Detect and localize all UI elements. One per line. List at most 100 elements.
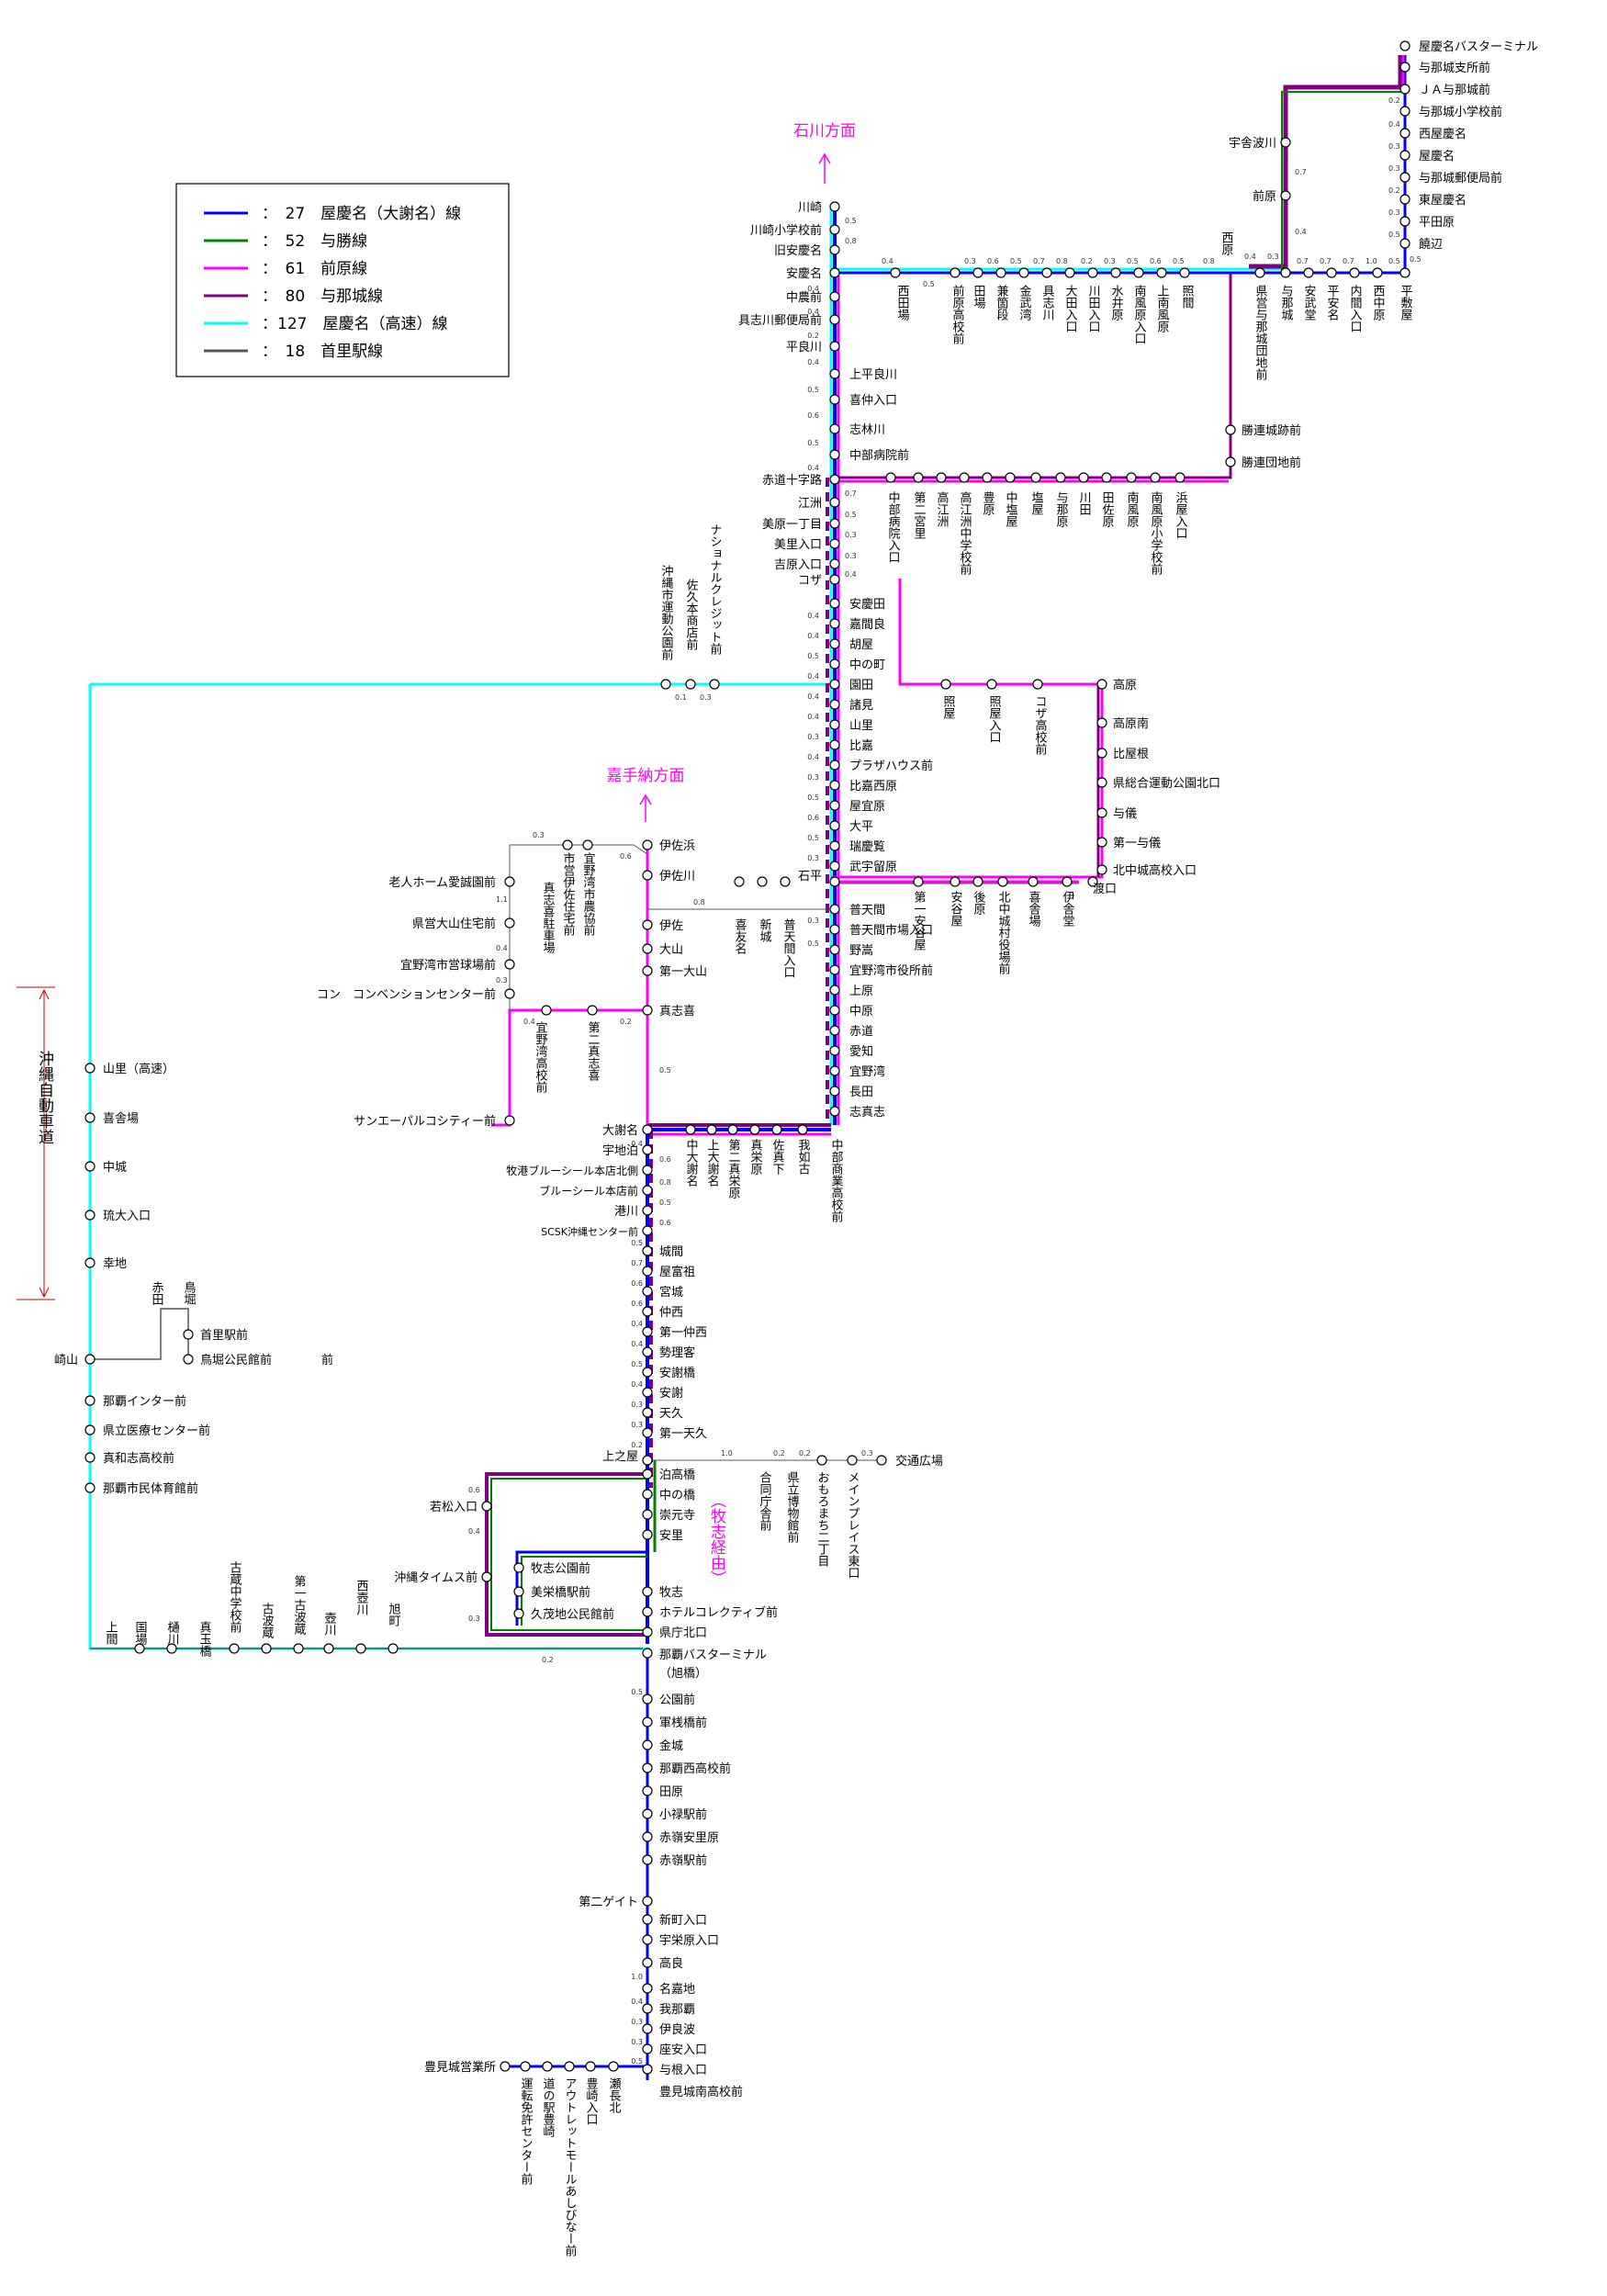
station-hamaya: 浜屋入口 bbox=[1174, 491, 1188, 539]
stop-marker bbox=[829, 1005, 840, 1016]
station-ginowan-stadium: 宜野湾市営球場前 bbox=[400, 958, 496, 973]
station-dai1-nakanishi: 第一仲西 bbox=[659, 1326, 707, 1340]
dist-south-16: 0.5 bbox=[631, 1688, 643, 1696]
stop-marker bbox=[1041, 267, 1052, 278]
dist-trunk-7: 0.6 bbox=[807, 411, 819, 420]
station-ashibinaa: アウトレットモールあしびなー前 bbox=[563, 2077, 578, 2257]
station-yonashiro: 与那城 bbox=[1279, 285, 1294, 321]
station-kojo-jhs: 古蔵中学校前 bbox=[228, 1561, 242, 1633]
stop-marker bbox=[829, 538, 840, 549]
stop-marker bbox=[829, 368, 840, 379]
stop-marker bbox=[829, 558, 840, 569]
legend-27: ： 27 屋慶名（大謝名）線 bbox=[262, 205, 461, 223]
stop-marker bbox=[1399, 267, 1410, 278]
station-naka-ojana: 中大謝名 bbox=[684, 1139, 699, 1187]
station-uebaru: 宇栄原入口 bbox=[659, 1934, 719, 1948]
dist-south-4: 0.6 bbox=[659, 1219, 671, 1227]
stop-marker bbox=[727, 1124, 738, 1135]
station-katsuren-castle: 勝連城跡前 bbox=[1242, 423, 1301, 438]
stop-marker bbox=[1399, 106, 1410, 117]
stop-marker bbox=[709, 679, 720, 690]
stop-marker bbox=[323, 1643, 334, 1654]
stop-marker bbox=[504, 959, 515, 970]
stop-marker bbox=[642, 1983, 653, 1994]
station-dai2-miyazato: 第二宮里 bbox=[912, 491, 927, 539]
dist-yona-6: 0.5 bbox=[1388, 231, 1400, 239]
stop-marker bbox=[642, 1124, 653, 1135]
stop-marker bbox=[1087, 876, 1098, 887]
stop-marker bbox=[829, 638, 840, 649]
stop-marker bbox=[829, 800, 840, 811]
stop-marker bbox=[504, 988, 515, 999]
stop-marker bbox=[642, 1586, 653, 1597]
stop-marker bbox=[829, 1065, 840, 1076]
stop-marker bbox=[1096, 807, 1107, 818]
dist-yona-3: 0.3 bbox=[1388, 164, 1400, 173]
dist-misc-14: 0.3 bbox=[861, 1449, 873, 1458]
stop-marker bbox=[642, 1346, 653, 1357]
station-kitanakagusuku-hs: 北中城高校入口 bbox=[1113, 863, 1197, 878]
stop-marker bbox=[1399, 194, 1410, 205]
station-takahara-minami: 高原南 bbox=[1113, 716, 1149, 731]
stop-marker bbox=[1399, 40, 1410, 51]
stop-marker bbox=[642, 1509, 653, 1520]
dist-south-12: 0.4 bbox=[631, 1380, 643, 1389]
station-tomaritakahashi: 泊高橋 bbox=[659, 1468, 695, 1482]
station-nahanishi-hs: 那覇西高校前 bbox=[659, 1761, 731, 1776]
station-kyu-agena: 旧安慶名 bbox=[774, 243, 822, 258]
station-kawata-iriguchi: 川田入口 bbox=[1086, 285, 1101, 332]
stop-marker bbox=[642, 1407, 653, 1418]
station-nagata: 長田 bbox=[849, 1086, 873, 1099]
station-haebaru-iriguchi: 南風原入口 bbox=[1132, 284, 1147, 344]
okinawa-city-labels: 沖縄市運動公園前 佐久本商店前 ナショナルクレジット前 bbox=[659, 523, 723, 660]
station-toyohara: 豊原 bbox=[981, 491, 995, 515]
stop-marker bbox=[642, 1957, 653, 1968]
station-ishihira: 石平 bbox=[798, 870, 822, 884]
stop-marker bbox=[642, 1716, 653, 1728]
stop-marker bbox=[734, 876, 745, 887]
station-museum: 県立博物館前 bbox=[785, 1471, 800, 1543]
dist-trunk-23: 0.3 bbox=[807, 773, 819, 782]
dist-yona-0: 0.2 bbox=[1388, 96, 1400, 105]
station-naha-gym: 那覇市民体育館前 bbox=[103, 1481, 198, 1496]
station-isagawa: 伊佐川 bbox=[659, 870, 695, 884]
stop-marker bbox=[995, 267, 1006, 278]
stop-marker bbox=[829, 314, 840, 325]
station-ganeko: 我如古 bbox=[796, 1139, 811, 1175]
station-adaniya: 安谷屋 bbox=[949, 891, 963, 928]
stop-marker bbox=[642, 1785, 653, 1796]
dist-trunk-9: 0.4 bbox=[807, 464, 819, 472]
stop-marker bbox=[562, 839, 573, 850]
stop-marker bbox=[642, 1739, 653, 1750]
dist-yona-2: 0.3 bbox=[1388, 142, 1400, 151]
stop-marker bbox=[1030, 472, 1041, 483]
dist-yona-4: 0.2 bbox=[1388, 186, 1400, 195]
station-chubu-commercial: 中部商業高校前 bbox=[829, 1139, 844, 1222]
dist-east-17: 0.7 bbox=[1343, 257, 1354, 265]
station-nakashioya: 中塩屋 bbox=[1004, 491, 1018, 528]
legend-box bbox=[175, 183, 510, 377]
dist-east-12: 0.8 bbox=[1203, 257, 1215, 265]
stop-marker bbox=[1096, 864, 1107, 875]
dist-yona-7: 0.5 bbox=[1410, 255, 1422, 264]
stop-marker bbox=[642, 870, 653, 881]
station-ja-yonashiro: ＪＡ与那城前 bbox=[1419, 83, 1490, 97]
station-kami-ojana: 上大謝名 bbox=[705, 1139, 720, 1187]
station-ajabashi: 安謝橋 bbox=[659, 1367, 695, 1380]
stop-marker bbox=[1055, 472, 1066, 483]
legend-80: ： 80 与那城線 bbox=[262, 287, 383, 306]
station-buuruhara: 武宇留原 bbox=[849, 861, 897, 874]
stop-marker bbox=[829, 679, 840, 690]
stop-marker bbox=[541, 1005, 552, 1016]
station-heidabaru: 平田原 bbox=[1419, 216, 1455, 230]
stop-marker bbox=[936, 472, 947, 483]
stop-marker bbox=[829, 574, 840, 585]
stop-marker bbox=[642, 1144, 653, 1155]
west-route-labels: 伊佐浜 伊佐川 伊佐 大山 第一大山 真志喜 宜野湾市農協前 市営伊佐住宅前 真… bbox=[317, 839, 707, 1129]
station-michinoeki: 道の駅豊崎 bbox=[541, 2077, 556, 2137]
station-omoromachi: おもろまち二丁目 bbox=[815, 1471, 830, 1567]
dist-south-22: 0.6 bbox=[468, 1486, 480, 1494]
station-futenma-market: 普天間市場入口 bbox=[849, 923, 933, 938]
dist-south-5: 0.5 bbox=[631, 1239, 643, 1247]
dist-misc-1: 1.1 bbox=[496, 895, 508, 904]
